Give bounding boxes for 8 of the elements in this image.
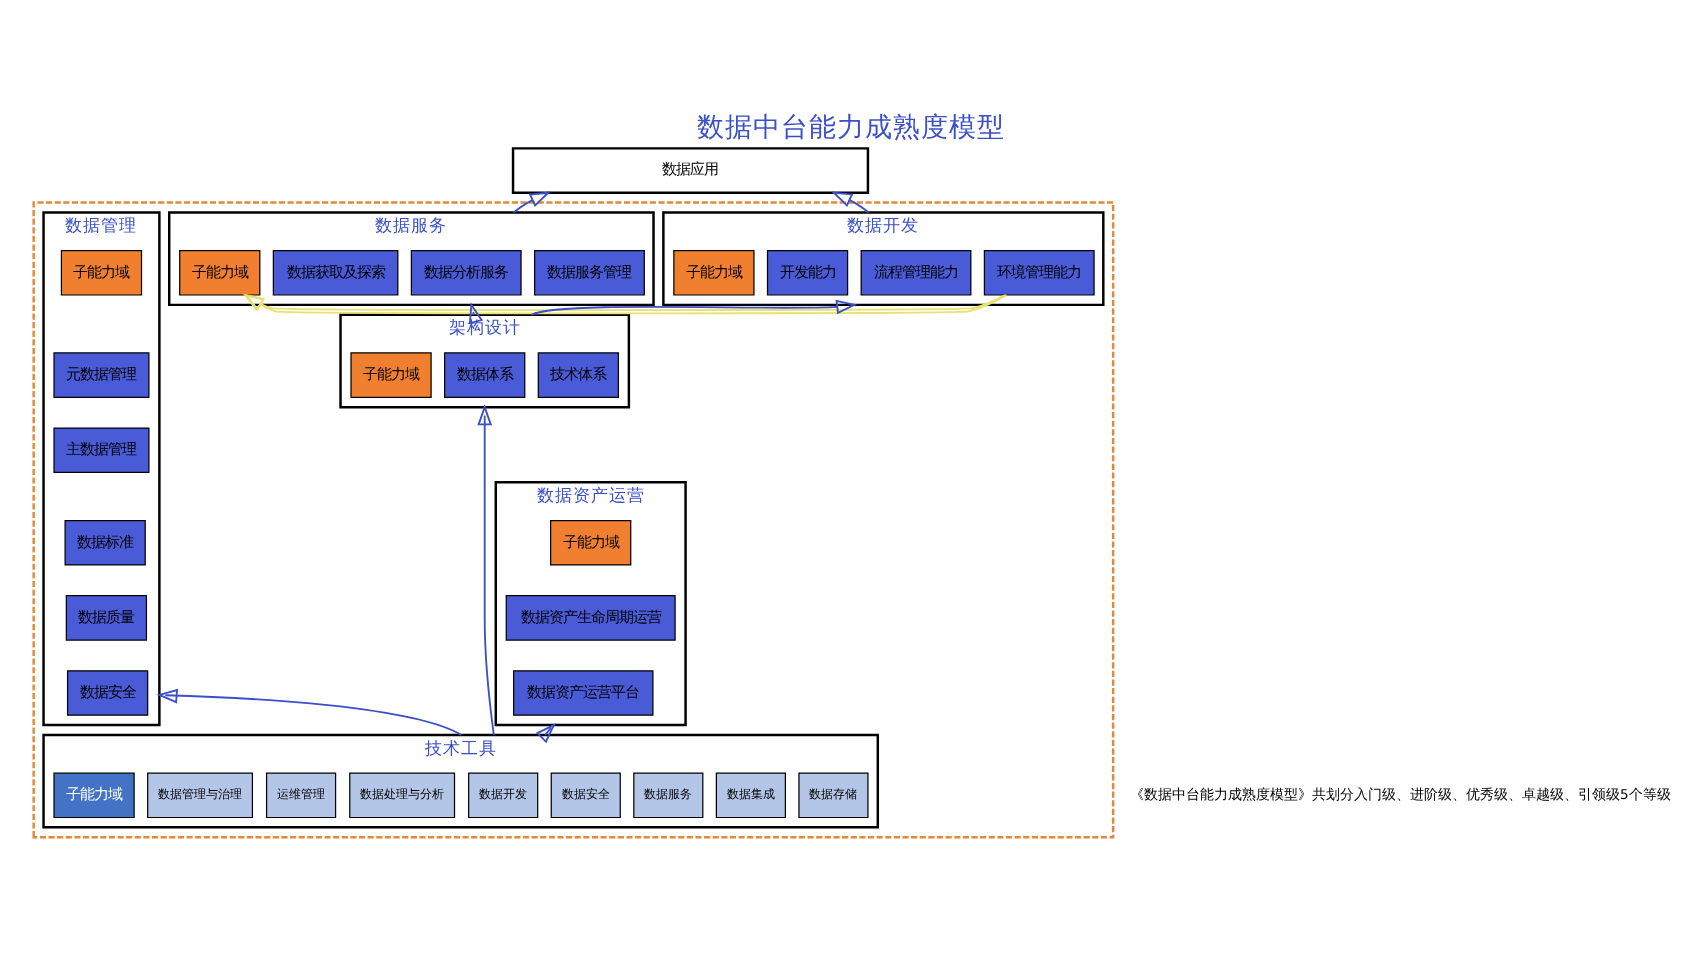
arrow — [529, 299, 857, 316]
arrow — [467, 302, 483, 325]
arrow — [241, 293, 1007, 315]
diagram-title: 数据中台能力成熟度模型 — [696, 111, 1004, 144]
arrow — [830, 191, 869, 214]
arrow — [155, 688, 462, 736]
arrow — [511, 191, 550, 214]
arrow — [476, 404, 494, 736]
